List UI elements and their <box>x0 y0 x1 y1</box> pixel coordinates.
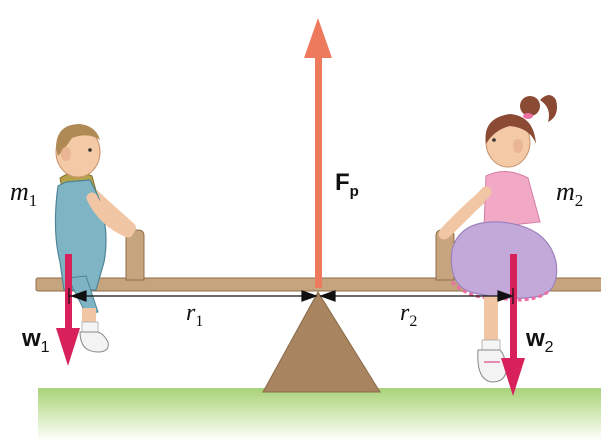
lever-arm-r1-label: r1 <box>186 300 203 330</box>
lever-arm-r1-line <box>68 288 318 304</box>
lever-arm-r2-line <box>319 288 514 304</box>
pivot-force-label: Fp <box>335 169 359 200</box>
girl-child-illustration <box>438 95 558 383</box>
ground <box>38 388 601 441</box>
pivot-fulcrum <box>262 291 381 393</box>
left-handle <box>125 229 145 281</box>
weight-right-label: w2 <box>525 325 554 356</box>
pivot-force-arrow <box>304 18 332 288</box>
weight-left-label: w1 <box>21 325 50 356</box>
weight-arrow-right <box>501 254 525 396</box>
mass-left-label: m1 <box>10 177 37 210</box>
lever-arm-r2-label: r2 <box>400 300 417 330</box>
mass-right-label: m2 <box>556 177 583 210</box>
